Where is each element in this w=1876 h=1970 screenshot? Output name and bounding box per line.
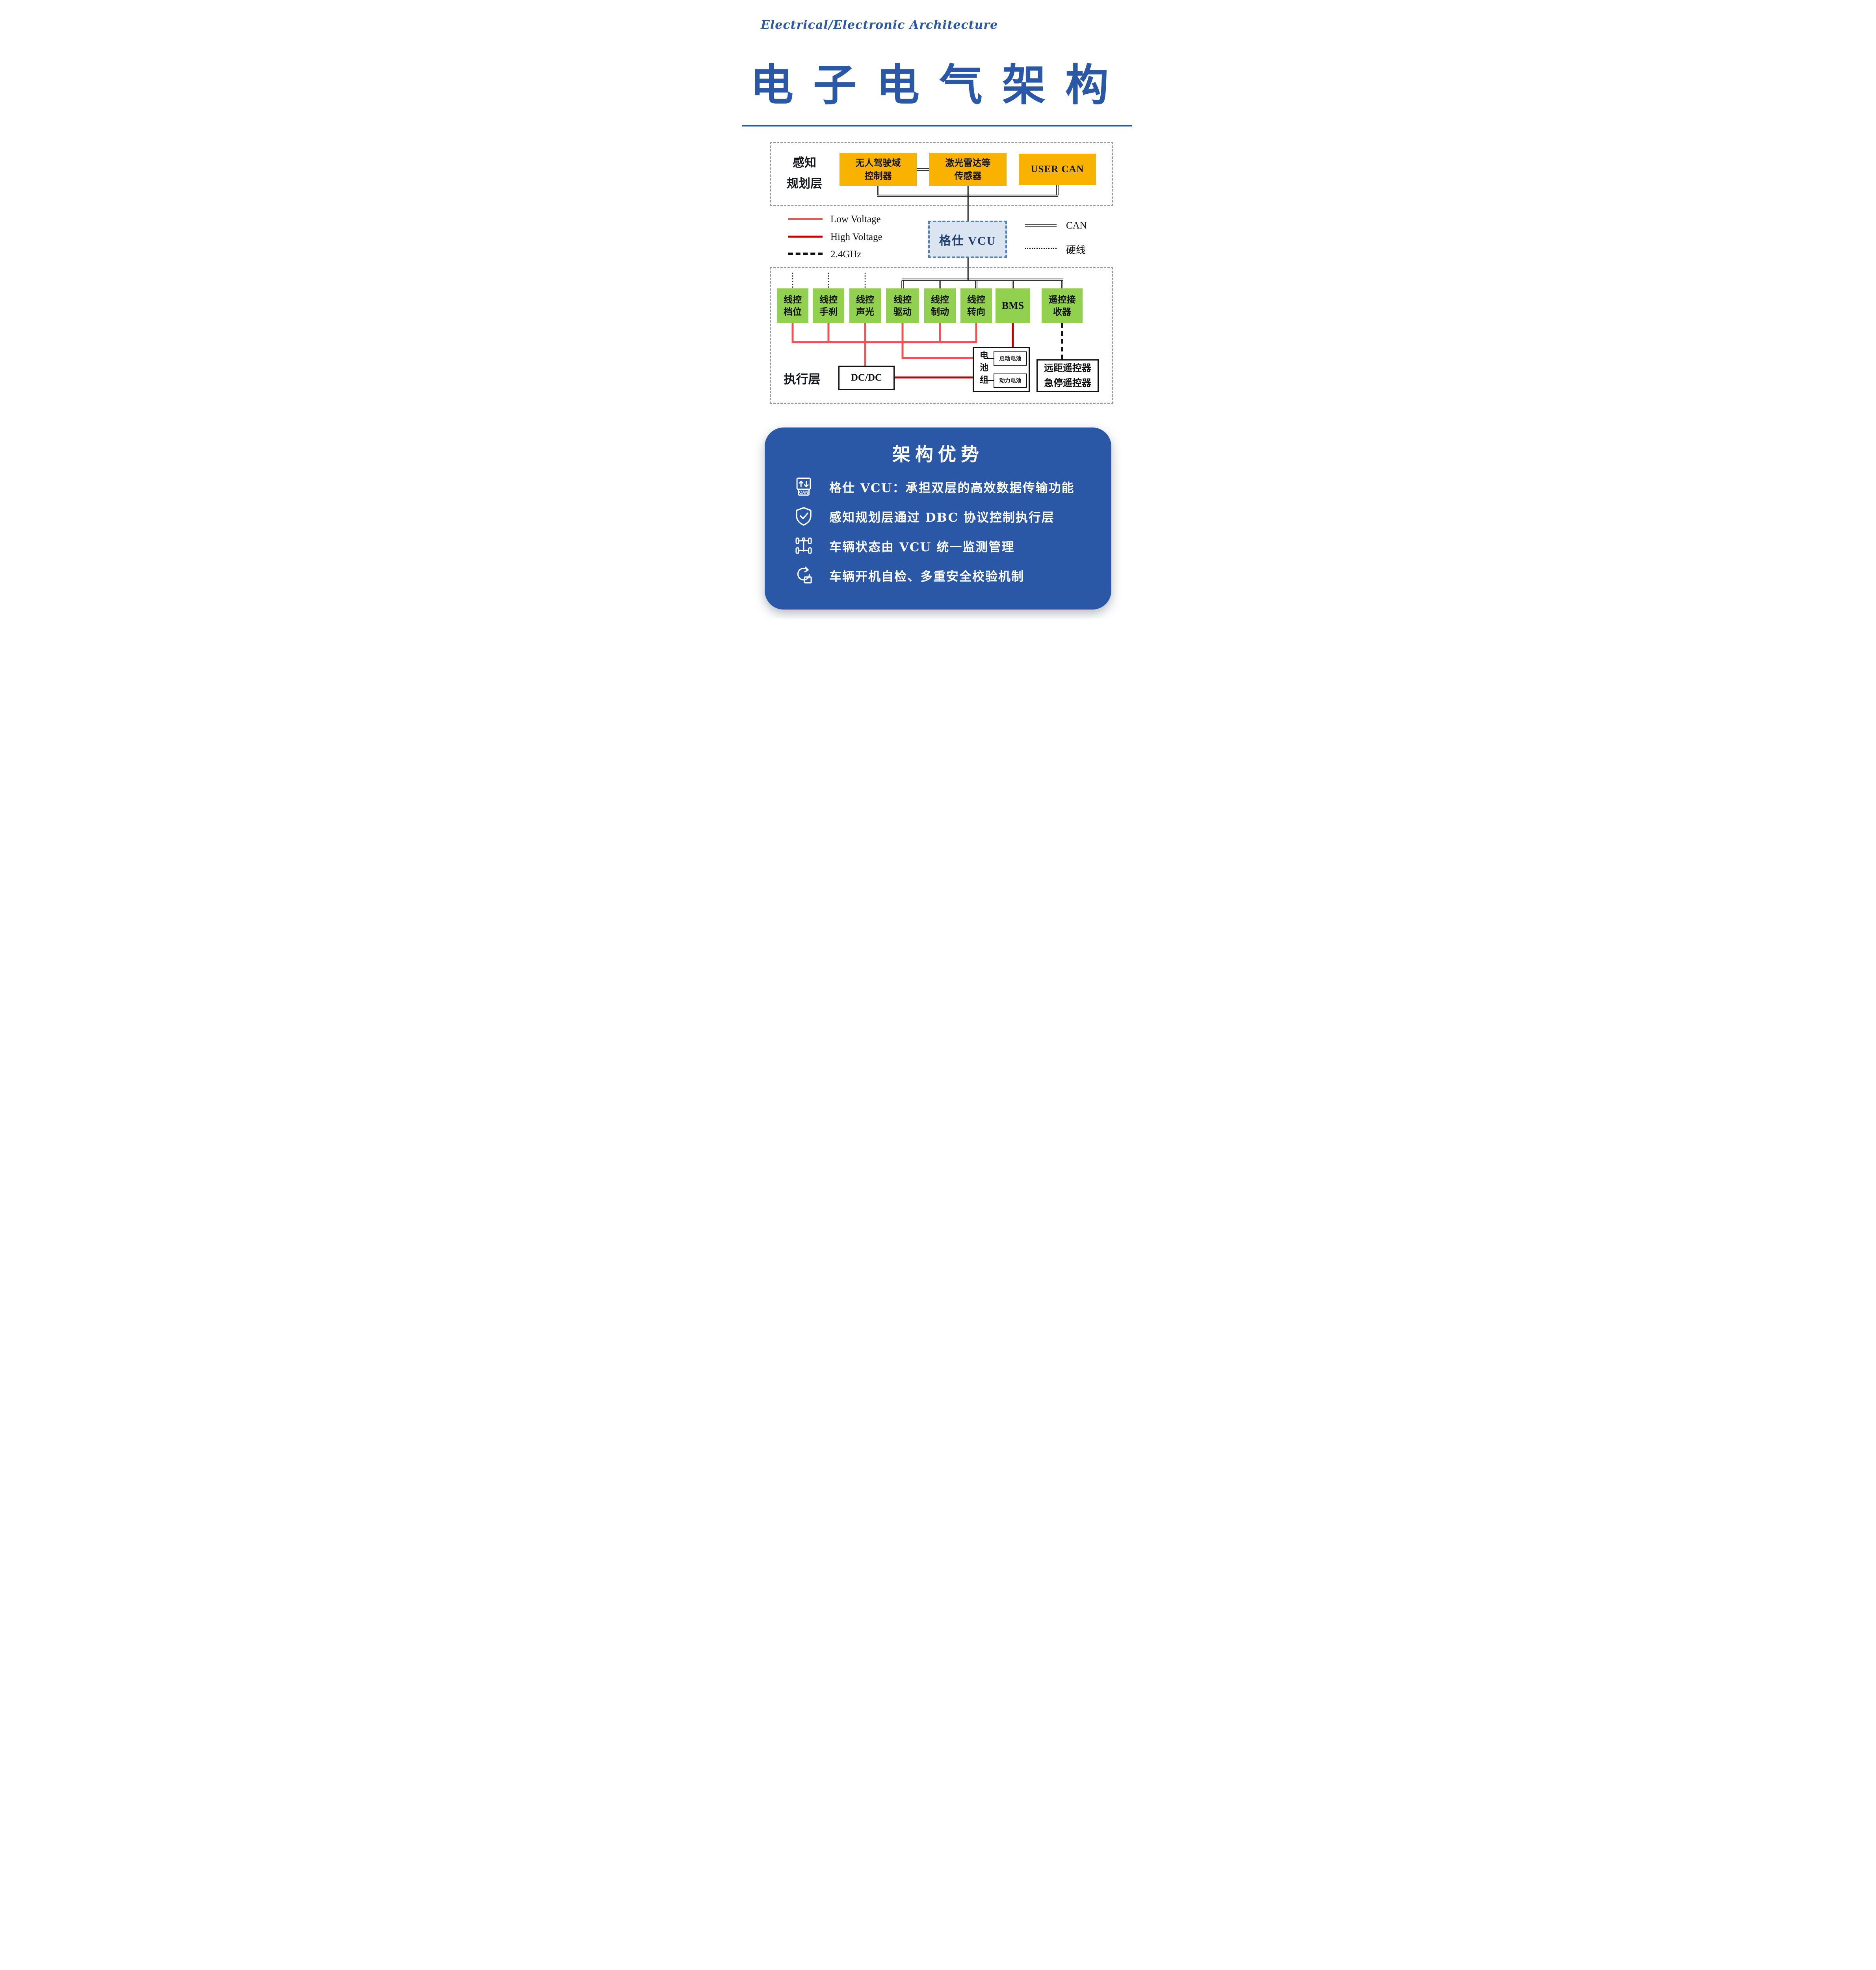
node-label: 档位 [784, 307, 802, 317]
legend-can-line [1025, 224, 1057, 227]
node-label: 线控 [819, 294, 838, 305]
node-starter-battery: 启动电池 [994, 351, 1027, 366]
node-label: 控制器 [864, 171, 892, 181]
node-label: 收器 [1053, 307, 1071, 317]
node-label: 传感器 [954, 171, 982, 181]
node-label: 制动 [931, 307, 949, 317]
advantage-item: 车辆开机自检、多重安全校验机制 [793, 564, 1024, 587]
node-label: 转向 [967, 307, 985, 317]
legend-wireless-line [788, 253, 823, 255]
execution-layer-label: 执行层 [784, 372, 821, 386]
advantage-text: 感知规划层通过 DBC 协议控制执行层 [829, 510, 1055, 525]
legend-hardwire-label: 硬线 [1066, 245, 1086, 256]
node-adas-domain-controller: 无人驾驶域 控制器 [840, 153, 917, 186]
advantage-item: 感知规划层通过 DBC 协议控制执行层 [793, 505, 1055, 528]
node-label: 无人驾驶域 [855, 157, 901, 168]
node-label: 手刹 [819, 307, 838, 317]
advantages-panel: 架构优势 CAN 格仕 VCU：承担双层的高效数据传输功能 感 [765, 427, 1111, 610]
node-light-sound-by-wire: 线控 声光 [849, 288, 881, 323]
node-label: 线控 [967, 294, 985, 305]
perception-layer-label-line1: 感知 [793, 156, 816, 169]
advantage-item: CAN 格仕 VCU：承担双层的高效数据传输功能 [793, 475, 1075, 498]
page-title: 电子电气架构 [750, 59, 1128, 110]
node-label: DC/DC [851, 372, 882, 383]
node-label: 驱动 [893, 307, 912, 317]
node-bms: BMS [996, 288, 1030, 323]
node-label: BMS [1001, 300, 1024, 312]
advantage-item: 车辆状态由 VCU 统一监测管理 [793, 534, 1014, 557]
node-label: 激光雷达等 [945, 157, 991, 168]
legend-wireless-label: 2.4GHz [830, 249, 862, 260]
node-label: 线控 [856, 294, 874, 305]
title-underline [742, 125, 1132, 126]
node-remote-receiver: 遥控接 收器 [1042, 288, 1083, 323]
node-label: 遥控接 [1048, 294, 1076, 305]
script-subtitle: Electrical/Electronic Architecture [761, 18, 998, 32]
perception-layer-frame [770, 142, 1113, 206]
shield-check-icon [793, 506, 814, 527]
vcu-box: 格仕 VCU [928, 221, 1007, 258]
battery-connector-tick [987, 380, 994, 381]
node-gear-by-wire: 线控 档位 [777, 288, 808, 323]
legend-high-voltage-label: High Voltage [830, 232, 882, 242]
node-power-battery: 动力电池 [994, 374, 1027, 388]
advantage-text: 格仕 VCU：承担双层的高效数据传输功能 [829, 481, 1075, 495]
vcu-label: 格仕 VCU [939, 234, 996, 247]
can-icon-label: CAN [799, 490, 808, 495]
can-transfer-icon: CAN [793, 476, 814, 497]
node-handbrake-by-wire: 线控 手刹 [813, 288, 844, 323]
execution-layer-frame [770, 267, 1113, 404]
battery-connector-tick [987, 358, 994, 359]
node-label: USER CAN [1031, 164, 1084, 175]
node-label: 声光 [856, 307, 874, 317]
node-remote-controllers: 远距遥控器 急停遥控器 [1036, 359, 1099, 392]
vehicle-chassis-icon [793, 535, 814, 556]
node-user-can: USER CAN [1019, 154, 1096, 185]
node-label: 线控 [893, 294, 912, 305]
node-label: 线控 [784, 294, 802, 305]
legend-low-voltage-line [788, 218, 823, 220]
node-label: 启动电池 [999, 355, 1022, 362]
node-label: 动力电池 [999, 377, 1022, 384]
node-label: 线控 [931, 294, 949, 305]
legend-hardwire-line [1025, 248, 1057, 249]
node-brake-by-wire: 线控 制动 [924, 288, 956, 323]
node-lidar-sensors: 激光雷达等 传感器 [929, 153, 1007, 186]
legend-low-voltage-label: Low Voltage [830, 214, 881, 225]
advantage-text: 车辆开机自检、多重安全校验机制 [829, 569, 1024, 584]
node-drive-by-wire: 线控 驱动 [886, 288, 919, 323]
self-check-icon [793, 565, 814, 586]
legend-high-voltage-line [788, 236, 823, 238]
node-dcdc: DC/DC [838, 366, 895, 390]
legend-can-label: CAN [1066, 220, 1087, 231]
battery-pack-label: 电池组 [979, 351, 988, 387]
node-label: 远距遥控器 [1044, 363, 1091, 374]
node-steering-by-wire: 线控 转向 [960, 288, 992, 323]
advantage-text: 车辆状态由 VCU 统一监测管理 [829, 540, 1015, 554]
poster-page: Electrical/Electronic Architecture 电子电气架… [704, 0, 1172, 619]
node-label: 急停遥控器 [1044, 377, 1091, 388]
advantages-title: 架构优势 [892, 444, 984, 465]
perception-layer-label-line2: 规划层 [787, 177, 822, 190]
perception-layer-label: 感知 规划层 [782, 153, 827, 194]
